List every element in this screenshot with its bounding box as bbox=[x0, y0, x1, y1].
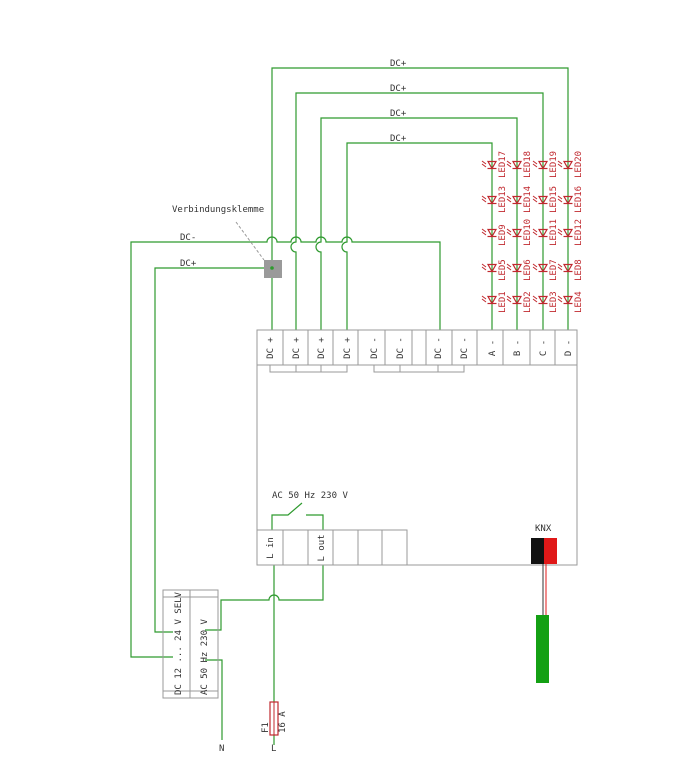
fuse-rating: 16 A bbox=[278, 711, 288, 733]
controller-module bbox=[256, 329, 578, 566]
led-symbol bbox=[481, 295, 498, 305]
terminal-label: DC - bbox=[434, 337, 444, 359]
led-symbol bbox=[506, 228, 523, 238]
wires bbox=[130, 67, 569, 745]
led-label: LED19 bbox=[549, 151, 559, 178]
fuse-name: F1 bbox=[261, 722, 271, 733]
terminal-label: L out bbox=[317, 534, 327, 561]
n-label: N bbox=[219, 744, 224, 754]
led-symbol bbox=[481, 228, 498, 238]
led-label: LED7 bbox=[549, 259, 559, 281]
led-symbol bbox=[506, 263, 523, 273]
led-symbol bbox=[557, 263, 574, 273]
dc-plus-wire-2 bbox=[290, 92, 544, 330]
terminal-label: DC - bbox=[370, 337, 380, 359]
led-label: LED16 bbox=[574, 186, 584, 213]
led-label: LED18 bbox=[523, 151, 533, 178]
knx-connector: KNX bbox=[531, 524, 557, 683]
dc-minus-wire bbox=[130, 236, 441, 658]
led-label: LED10 bbox=[523, 219, 533, 246]
led-symbol bbox=[532, 295, 549, 305]
led-symbol bbox=[481, 195, 498, 205]
led-label: LED2 bbox=[523, 291, 533, 313]
top-terminals: DC + DC + DC + DC + DC - DC - DC - DC - A - B - C … bbox=[266, 337, 574, 359]
led-symbol bbox=[532, 263, 549, 273]
led-label: LED1 bbox=[498, 291, 508, 313]
led-label: LED3 bbox=[549, 291, 559, 313]
power-supply bbox=[162, 589, 219, 699]
dc-plus-psu-wire bbox=[154, 267, 272, 633]
bottom-terminals: L in L out bbox=[266, 534, 327, 561]
led-label: LED15 bbox=[549, 186, 559, 213]
l-label: L bbox=[271, 744, 276, 754]
led-label: LED4 bbox=[574, 291, 584, 313]
verbindungsklemme-label: Verbindungsklemme bbox=[172, 205, 264, 215]
terminal-label: DC + bbox=[266, 337, 276, 359]
knx-label: KNX bbox=[535, 524, 552, 534]
terminal-label: C - bbox=[539, 340, 549, 356]
led-label: LED14 bbox=[523, 186, 533, 213]
dc-plus-label-psu: DC+ bbox=[180, 259, 197, 269]
led-symbol bbox=[557, 295, 574, 305]
led-symbol bbox=[532, 160, 549, 170]
dc-plus-wire-4 bbox=[341, 142, 493, 330]
led-symbol bbox=[532, 195, 549, 205]
dc-plus-label-2: DC+ bbox=[390, 84, 407, 94]
led-symbol bbox=[557, 195, 574, 205]
led-label: LED13 bbox=[498, 186, 508, 213]
verbindungsklemme: Verbindungsklemme bbox=[172, 205, 282, 278]
terminal-label: DC + bbox=[317, 337, 327, 359]
led-label: LED9 bbox=[498, 224, 508, 246]
dc-plus-wire-1 bbox=[271, 67, 569, 330]
led-label: LED5 bbox=[498, 259, 508, 281]
led-symbol bbox=[506, 195, 523, 205]
psu-dc-label: DC 12 ... 24 V SELV bbox=[174, 591, 184, 695]
led-label: LED20 bbox=[574, 151, 584, 178]
led-symbol bbox=[481, 160, 498, 170]
led-label: LED8 bbox=[574, 259, 584, 281]
led-symbol bbox=[557, 228, 574, 238]
dc-plus-label-3: DC+ bbox=[390, 109, 407, 119]
terminal-label: DC + bbox=[292, 337, 302, 359]
dc-minus-label: DC- bbox=[180, 233, 196, 243]
fuse bbox=[269, 701, 279, 736]
dc-plus-label-1: DC+ bbox=[390, 59, 407, 69]
terminal-label: DC + bbox=[343, 337, 353, 359]
terminal-label: B - bbox=[513, 340, 523, 356]
knx-cable bbox=[536, 615, 549, 683]
terminal-label: DC - bbox=[396, 337, 406, 359]
led-label: LED17 bbox=[498, 151, 508, 178]
n-line-wire bbox=[205, 659, 223, 740]
l-out-wire bbox=[205, 565, 324, 631]
ac-label: AC 50 Hz 230 V bbox=[272, 491, 348, 501]
led-symbol bbox=[557, 160, 574, 170]
dc-plus-wire-3 bbox=[315, 117, 518, 330]
led-symbol bbox=[506, 295, 523, 305]
terminal-label: A - bbox=[488, 340, 498, 356]
led-label: LED12 bbox=[574, 219, 584, 246]
led-label: LED6 bbox=[523, 259, 533, 281]
dc-plus-label-4: DC+ bbox=[390, 134, 407, 144]
psu-ac-label: AC 50 Hz 230 V bbox=[200, 619, 210, 695]
terminal-label: D - bbox=[564, 340, 574, 356]
terminal-label: L in bbox=[266, 537, 276, 559]
led-symbol bbox=[506, 160, 523, 170]
led-label: LED11 bbox=[549, 219, 559, 246]
led-symbol bbox=[481, 263, 498, 273]
led-symbol bbox=[532, 228, 549, 238]
relay-switch bbox=[271, 502, 324, 530]
terminal-label: DC - bbox=[460, 337, 470, 359]
